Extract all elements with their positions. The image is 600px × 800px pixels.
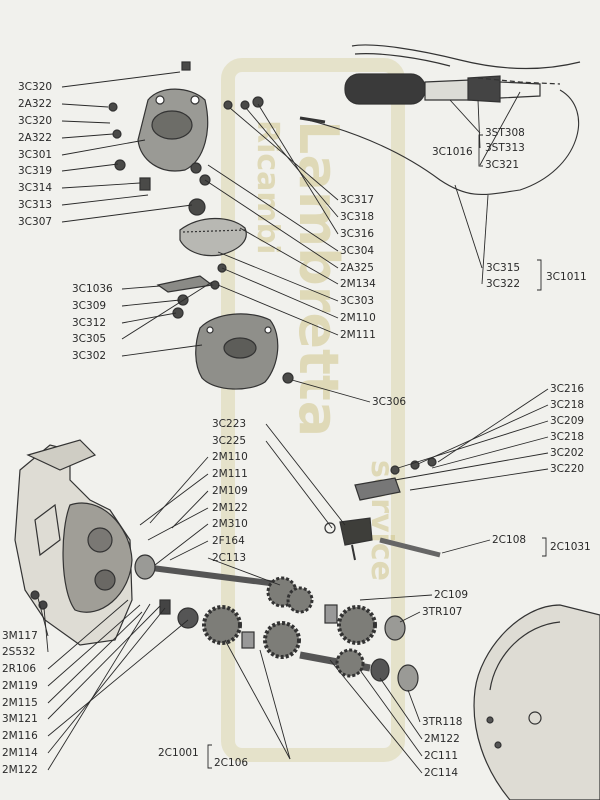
kit-label: 3C1011: [546, 271, 587, 283]
part-label: 3M117: [2, 630, 38, 642]
part-label: 2M119: [2, 680, 38, 692]
part-label: 3C303: [340, 295, 374, 307]
part-label: 2M110: [340, 312, 376, 324]
part-label: 3ST308: [485, 127, 525, 139]
part-label: 3C316: [340, 228, 374, 240]
part-label: 3ST313: [485, 142, 525, 154]
part-label: 3C218: [550, 431, 584, 443]
part-label: 3C218: [550, 399, 584, 411]
cover-drawing: [195, 313, 279, 390]
part-label: 2C109: [434, 589, 468, 601]
part-label: 2F164: [212, 535, 245, 547]
control-cable: [299, 89, 580, 195]
part-label: 2M110: [212, 451, 248, 463]
selector-plate-drawing: [156, 217, 247, 293]
part-label: 2M109: [212, 485, 248, 497]
selector-fork-drawing: [324, 517, 373, 561]
part-label: 3C318: [340, 211, 374, 223]
part-label: 2R106: [2, 663, 36, 675]
part-label: 3C301: [18, 149, 52, 161]
kit-label: 3C1016: [432, 146, 473, 158]
kit-label: 2C1031: [550, 541, 591, 553]
leader-lines: [37, 71, 549, 774]
part-label: 3C317: [340, 194, 374, 206]
part-label: 3M121: [2, 713, 38, 725]
part-label: 2A325: [340, 262, 374, 274]
gear-cluster-drawing: [159, 576, 419, 692]
part-label: 2C108: [492, 534, 526, 546]
part-label: 3C223: [212, 418, 246, 430]
small-hardware-upper: [108, 61, 294, 384]
part-label: 2M310: [212, 518, 248, 530]
part-label: 3C220: [550, 463, 584, 475]
engine-casing-drawing: [14, 439, 133, 646]
part-label: 2M122: [424, 733, 460, 745]
part-label: 3C313: [18, 199, 52, 211]
part-label: 3TR118: [422, 716, 462, 728]
part-label: 3C314: [18, 182, 52, 194]
part-label: 2A322: [18, 98, 52, 110]
watermark-line-1: Lambretta: [287, 120, 350, 437]
part-label: 2M114: [2, 747, 38, 759]
part-label: 3C306: [372, 396, 406, 408]
part-label: 2C106: [214, 757, 248, 769]
labels: 3C320 2A322 3C320 2A322 3C301 3C319 3C31…: [2, 81, 591, 779]
part-label: 2M134: [340, 278, 376, 290]
part-label: 3C307: [18, 216, 52, 228]
part-label: 3C315: [486, 262, 520, 274]
part-label: 2M116: [2, 730, 38, 742]
part-label: 3C302: [72, 350, 106, 362]
part-label: 3C209: [550, 415, 584, 427]
drawings: [14, 44, 600, 800]
part-label: 2S532: [2, 646, 35, 658]
part-label: 3C305: [72, 333, 106, 345]
part-label: 3C319: [18, 165, 52, 177]
part-label: 2C114: [424, 767, 458, 779]
throttle-grip-drawing: [344, 44, 581, 105]
part-label: 3C225: [212, 435, 246, 447]
part-label: 3TR107: [422, 606, 462, 618]
part-label: 3C1036: [72, 283, 113, 295]
part-label: 2M111: [340, 329, 376, 341]
part-label: 3C320: [18, 81, 52, 93]
part-label: 2C113: [212, 552, 246, 564]
part-label: 3C304: [340, 245, 374, 257]
part-label: 2M122: [212, 502, 248, 514]
part-label: 3C320: [18, 115, 52, 127]
part-label: 3C216: [550, 383, 584, 395]
part-label: 3C309: [72, 300, 106, 312]
part-label: 3C202: [550, 447, 584, 459]
watermark: Lambretta Ricambi service: [221, 58, 405, 762]
small-parts-right-drawing: [390, 457, 437, 475]
part-label: 2M122: [2, 764, 38, 776]
part-label: 2M111: [212, 468, 248, 480]
right-housing-drawing: [473, 604, 600, 800]
part-label: 2C111: [424, 750, 458, 762]
watermark-line-2: Ricambi: [250, 120, 285, 254]
part-label: 2A322: [18, 132, 52, 144]
part-label: 3C321: [485, 159, 519, 171]
part-label: 2M115: [2, 697, 38, 709]
mainshaft-drawing: [134, 554, 286, 588]
selector-shaft-drawing: [354, 477, 441, 558]
selector-housing-drawing: [137, 88, 209, 172]
part-label: 3C312: [72, 317, 106, 329]
kit-label: 2C1001: [158, 747, 199, 759]
part-label: 3C322: [486, 278, 520, 290]
